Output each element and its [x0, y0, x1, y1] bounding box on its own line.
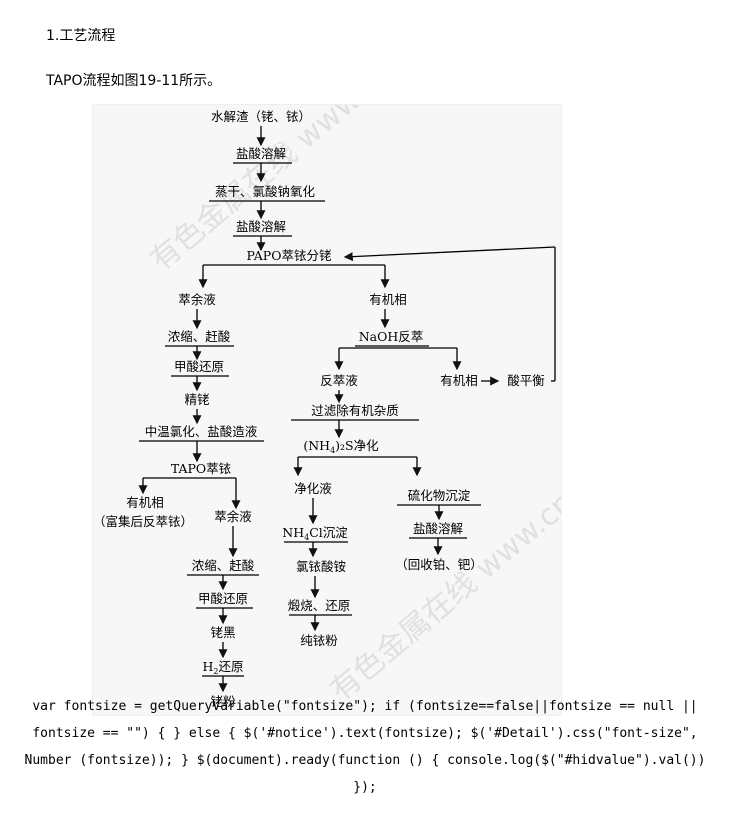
- stray-script-text: var fontsize = getQueryVariable("fontsiz…: [24, 699, 706, 795]
- node-calcine-reduce: 煅烧、还原: [288, 598, 351, 613]
- node-hcl-dissolve-1: 盐酸溶解: [236, 146, 286, 161]
- node-h2-reduce: H2还原: [202, 659, 243, 676]
- node-enrich-strip-ir: （富集后反萃铱）: [93, 514, 193, 529]
- node-pure-ir-powder: 纯铱粉: [300, 633, 338, 648]
- node-organic-phase-1: 有机相: [369, 292, 407, 307]
- node-organic-phase-2: 有机相: [440, 373, 478, 388]
- node-formic-reduce-1: 甲酸还原: [174, 359, 224, 374]
- node-hydrolysis-residue: 水解渣（铑、铱）: [211, 109, 311, 124]
- node-tapo-extraction: TAPO萃铱: [171, 461, 232, 476]
- recycle-arrow: [343, 246, 556, 262]
- node-raffinate-1: 萃余液: [178, 292, 216, 307]
- node-ammonium-chloroiridate: 氯铱酸铵: [296, 559, 346, 574]
- node-naoh-strip: NaOH反萃: [359, 329, 424, 344]
- node-rh-black: 铑黑: [210, 625, 235, 640]
- node-recover-pt-pd: （回收铂、钯）: [395, 557, 483, 572]
- node-purified-liquor: 净化液: [294, 481, 332, 496]
- node-concentrate-2: 浓缩、赶酸: [192, 558, 255, 573]
- node-raffinate-2: 萃余液: [214, 509, 252, 524]
- node-sulfide-precipitate: 硫化物沉淀: [408, 488, 471, 503]
- node-formic-reduce-2: 甲酸还原: [198, 591, 248, 606]
- node-hcl-dissolve-3: 盐酸溶解: [413, 521, 463, 536]
- node-nh4cl-precipitate: NH4Cl沉淀: [282, 525, 348, 542]
- process-flowchart: 有色金属在线 www.cnnmol.com 有色金属在线 www.cnnmol.…: [92, 104, 562, 716]
- flowchart-svg: 有色金属在线 www.cnnmol.com 有色金属在线 www.cnnmol.…: [93, 105, 561, 709]
- section-heading: 1.工艺流程: [46, 28, 116, 44]
- node-organic-phase-left: 有机相: [126, 495, 164, 510]
- node-refined-rh: 精铑: [184, 392, 209, 407]
- node-concentrate-1: 浓缩、赶酸: [168, 329, 231, 344]
- node-acid-balance: 酸平衡: [507, 373, 545, 388]
- node-papo-extraction: PAPO萃铱分铑: [247, 248, 332, 263]
- node-hcl-dissolve-2: 盐酸溶解: [236, 219, 286, 234]
- node-filter-organics: 过滤除有机杂质: [311, 403, 399, 418]
- intro-text: TAPO流程如图19-11所示。: [46, 73, 222, 89]
- node-ammonium-sulfide-purify: (NH4)₂S净化: [303, 438, 379, 455]
- node-rh-powder: 铑粉: [210, 694, 236, 709]
- node-evaporate-oxidize: 蒸干、氯酸钠氧化: [215, 184, 316, 199]
- node-chlorination: 中温氯化、盐酸造液: [145, 424, 258, 439]
- node-strip-liquor: 反萃液: [320, 373, 358, 388]
